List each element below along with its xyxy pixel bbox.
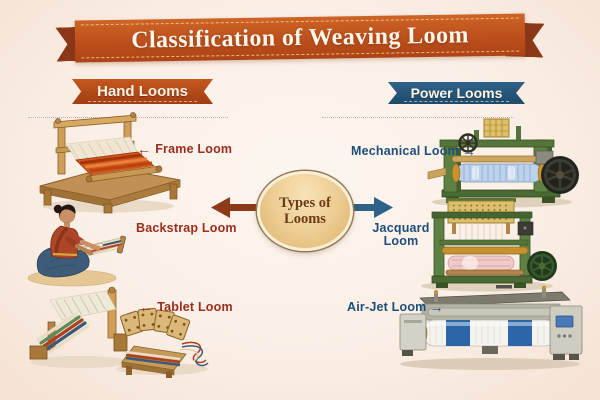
center-node-line1: Types of	[279, 195, 331, 211]
air-jet-loom-illustration	[399, 285, 583, 370]
power-looms-header: Power Looms	[410, 85, 503, 101]
backstrap-loom-illustration	[27, 204, 126, 287]
jacquard-loom-label-line1: Jacquard	[372, 221, 430, 235]
backstrap-loom-label-text: Backstrap Loom	[136, 221, 237, 235]
hand-looms-arrow-icon	[211, 197, 261, 218]
power-looms-arrow-icon	[343, 197, 393, 218]
title-ribbon: Classification of Weaving Loom	[74, 13, 526, 63]
types-of-looms-node: Types of Looms	[257, 171, 353, 251]
jacquard-loom-illustration	[421, 198, 557, 292]
mechanical-loom-illustration	[427, 118, 579, 208]
jacquard-loom-label-line2: Loom	[383, 234, 419, 248]
tablet-loom-illustration	[29, 286, 209, 378]
right-arrow-glyph: →	[461, 143, 477, 159]
air-jet-loom-label-text: Air-Jet Loom	[347, 300, 427, 314]
frame-loom-label-text: Frame Loom	[155, 142, 233, 156]
tablet-loom-label-text: Tablet Loom	[157, 300, 233, 314]
hand-looms-banner: Hand Looms	[72, 79, 213, 104]
air-jet-loom-label: Air-Jet Loom →	[347, 300, 444, 314]
mechanical-loom-label-text: Mechanical Loom	[351, 144, 459, 158]
frame-loom-label: ← Frame Loom	[137, 142, 232, 156]
mechanical-loom-label: Mechanical Loom →	[351, 144, 476, 158]
right-column-divider	[322, 117, 514, 118]
right-arrow-glyph: →	[429, 299, 444, 315]
center-node-line2: Looms	[284, 211, 326, 227]
tablet-loom-label: ← Tablet Loom	[139, 300, 233, 314]
hand-looms-header: Hand Looms	[97, 83, 188, 100]
page-title: Classification of Weaving Loom	[131, 21, 469, 54]
jacquard-loom-label: Jacquard Loom	[366, 222, 436, 248]
power-looms-banner: Power Looms	[388, 82, 525, 104]
left-arrow-glyph: ←	[137, 141, 152, 157]
left-arrow-glyph: ←	[139, 299, 154, 315]
backstrap-loom-label: Backstrap Loom	[136, 221, 237, 235]
